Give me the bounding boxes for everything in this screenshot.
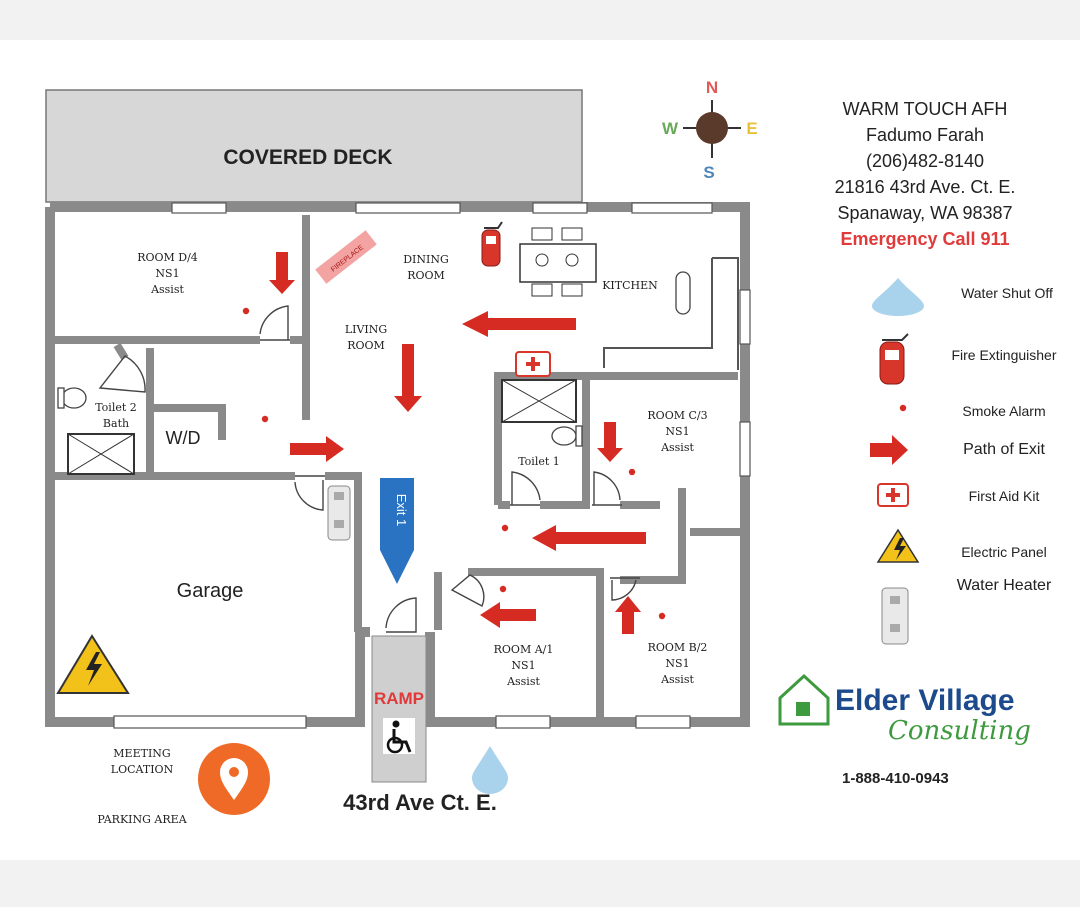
toilet1-label: Toilet 1 [518,455,560,468]
fireplace: FIREPLACE [315,230,377,284]
meeting-label: MEETING LOCATION [100,746,184,778]
toilet2-line2: Bath [102,417,130,430]
brand-logo-icon [778,673,830,726]
exit-label: Exit 1 [394,494,409,527]
doors [98,305,640,633]
facility-phone: (206)482-8140 [865,151,985,171]
dining-line1: DINING [403,253,449,266]
bottom-band [0,860,1080,907]
legend-path-of-exit: Path of Exit [862,441,1072,481]
bathtubs [67,379,577,475]
toilet2-label: Toilet 2 Bath [86,400,146,432]
brand-name: Elder Village [835,684,1015,717]
legend-label: Water Heater [956,577,1052,594]
covered-deck-label: COVERED DECK [223,146,392,169]
windows [113,202,751,729]
room-c-label: ROOM C/3 NS1 Assist [630,408,725,456]
legend-exit-arrow-icon [870,435,908,465]
legend-smoke-alarm: Smoke Alarm [862,402,1072,442]
compass-s: S [703,163,714,182]
legend-smoke-alarm-icon [899,404,907,412]
room-d-name: ROOM D/4 [137,251,198,264]
ramp: RAMP [371,635,427,783]
legend-first-aid: First Aid Kit [862,487,1072,527]
exit-sign: Exit 1 [380,478,414,584]
room-d-label: ROOM D/4 NS1 Assist [120,250,215,298]
legend-label: Water Shut Off [961,285,1053,301]
water-heater-garage [327,485,351,541]
facility-owner: Fadumo Farah [865,125,985,145]
room-b-name: ROOM B/2 [647,641,708,654]
exit-arrows [269,252,646,634]
room-a-name: ROOM A/1 [493,643,554,656]
legend-electric-panel: Electric Panel [862,543,1072,583]
garage-label: Garage [176,580,244,602]
parking-label: PARKING AREA [97,813,187,826]
ramp-label: RAMP [374,689,424,708]
legend-first-aid-icon [877,483,909,507]
compass-w: W [662,119,679,138]
room-c-ns: NS1 [665,425,690,438]
legend-label: First Aid Kit [968,488,1040,504]
kitchen-label: KITCHEN [602,279,658,292]
living-line2: ROOM [347,339,385,352]
legend-water-heater-icon [881,587,909,645]
street-label: 43rd Ave Ct. E. [343,790,497,815]
room-d-ns: NS1 [155,267,180,280]
electric-panel-icon [56,634,130,694]
wd-label: W/D [165,428,201,448]
brand-sub: Consulting [888,716,1031,746]
legend-label: Smoke Alarm [962,403,1046,419]
facility-name: WARM TOUCH AFH [842,99,1008,119]
wheelchair-icon [392,720,400,728]
living-label: LIVING ROOM [336,322,396,354]
meeting-line2: LOCATION [110,763,174,776]
legend-label: Fire Extinguisher [951,347,1057,363]
room-d-assist: Assist [151,283,184,296]
legend-label: Electric Panel [961,544,1047,560]
emergency-call: Emergency Call 911 [840,229,1010,249]
fire-extinguisher-icon [481,221,503,267]
legend-fire-extinguisher: Fire Extinguisher [862,346,1072,386]
toilet2-line1: Toilet 2 [95,401,137,414]
room-b-assist: Assist [661,673,694,686]
living-line1: LIVING [344,323,388,336]
room-a-ns: NS1 [511,659,536,672]
room-a-assist: Assist [507,675,540,688]
room-b-ns: NS1 [665,657,690,670]
brand-phone: 1-888-410-0943 [842,770,949,787]
legend-label: Path of Exit [963,441,1045,458]
dining-line2: ROOM [407,269,445,282]
legend-icons [870,278,924,645]
compass: N S E W [662,78,758,182]
room-c-name: ROOM C/3 [647,409,708,422]
compass-e: E [746,119,757,138]
top-band [0,0,1080,40]
compass-n: N [706,78,718,97]
facility-address2: Spanaway, WA 98387 [837,203,1013,223]
meeting-line1: MEETING [113,747,171,760]
smoke-alarms [242,307,666,620]
dining-table [519,227,597,297]
interior-walls [55,215,740,718]
facility-info: WARM TOUCH AFH Fadumo Farah (206)482-814… [790,96,1060,252]
legend-water-heater: Water Heater [862,577,1072,617]
toilets [57,271,691,447]
legend-water-shut-off: Water Shut Off [862,284,1072,324]
room-a-label: ROOM A/1 NS1 Assist [476,642,571,690]
kitchen-counter [603,257,739,370]
room-c-assist: Assist [661,441,694,454]
legend-fire-extinguisher-icon [879,333,909,385]
legend-electric-panel-icon [876,528,920,563]
first-aid-icon [515,351,551,377]
facility-address1: 21816 43rd Ave. Ct. E. [834,177,1016,197]
legend-water-drop-icon [872,278,924,316]
room-b-label: ROOM B/2 NS1 Assist [630,640,725,688]
location-pin-icon [198,743,270,815]
water-drop-icon [472,746,508,794]
dining-label: DINING ROOM [396,252,456,284]
